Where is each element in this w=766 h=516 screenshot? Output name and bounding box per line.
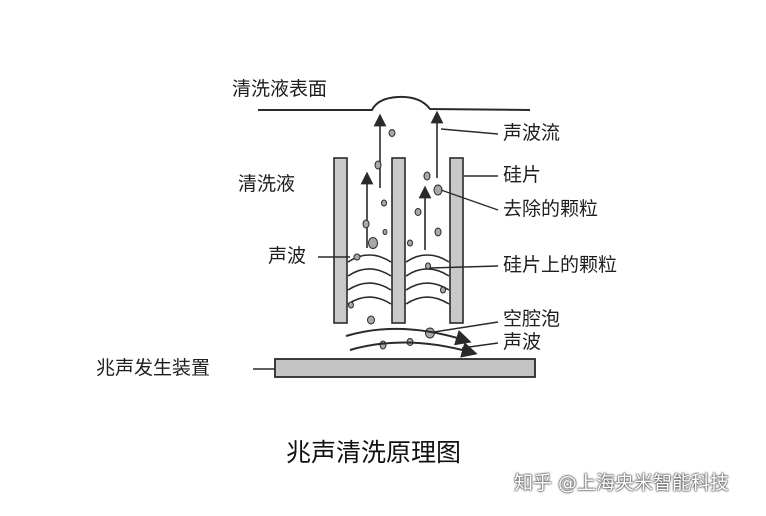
wafer-middle: [391, 157, 406, 324]
figure-caption: 兆声清洗原理图: [286, 438, 462, 467]
label-cleaning-liquid: 清洗液: [238, 173, 296, 195]
particles: [348, 129, 446, 350]
label-liquid-surface: 清洗液表面: [232, 78, 328, 100]
watermark: 知乎 @上海央米智能科技: [514, 472, 730, 494]
label-generator: 兆声发生装置: [96, 357, 211, 379]
sound-wave-arcs: [345, 327, 478, 358]
label-sound-wave-left: 声波: [268, 245, 307, 267]
label-cavitation-bubble: 空腔泡: [503, 308, 561, 330]
label-wafer: 硅片: [503, 164, 542, 186]
leader-lines: [253, 128, 499, 370]
label-acoustic-stream: 声波流: [503, 122, 561, 144]
wafer-left: [333, 157, 348, 324]
liquid-surface-line: [258, 95, 531, 111]
label-particles-on-wafer: 硅片上的颗粒: [503, 254, 618, 276]
label-removed-particles: 去除的颗粒: [503, 198, 599, 220]
wafer-right: [449, 157, 464, 324]
acoustic-stream-arrows: [360, 110, 444, 250]
label-sound-wave-bottom: 声波: [503, 331, 542, 353]
transducer-plate: [274, 358, 536, 378]
